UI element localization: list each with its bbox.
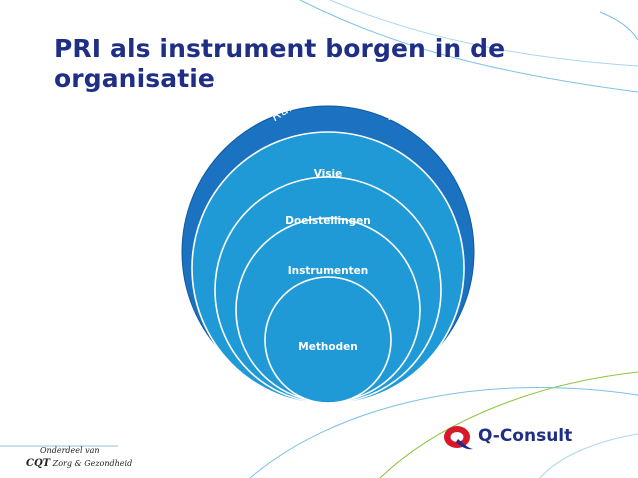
q-consult-logo-icon (444, 426, 473, 450)
cqt-logo: Onderdeel van CQT Zorg & Gezondheid (24, 446, 132, 474)
cqt-logo-line1: Onderdeel van (40, 446, 100, 455)
bottom-curve-green (379, 371, 638, 478)
bottom-curve-blue (249, 387, 638, 478)
cqt-logo-rest: Zorg & Gezondheid (52, 459, 133, 468)
visie-label: Visie (314, 168, 343, 180)
methoden-label: Methoden (298, 341, 357, 353)
top-curve-3 (599, 11, 638, 41)
top-curve-1 (299, 0, 638, 93)
bottom-curve-light (539, 433, 638, 478)
instrumenten-label: Instrumenten (288, 265, 368, 277)
slide-title: PRI als instrument borgen in de organisa… (54, 34, 506, 93)
cqt-logo-line2: CQT Zorg & Gezondheid (26, 458, 132, 469)
q-consult-brand-name: Q-Consult (478, 426, 573, 446)
circle-methoden (264, 276, 392, 404)
top-curve-2 (329, 0, 638, 67)
q-consult-logo: Q-Consult (442, 424, 602, 452)
cqt-logo-brand: CQT (26, 458, 51, 469)
doelstellingen-label: Doelstellingen (285, 215, 370, 227)
